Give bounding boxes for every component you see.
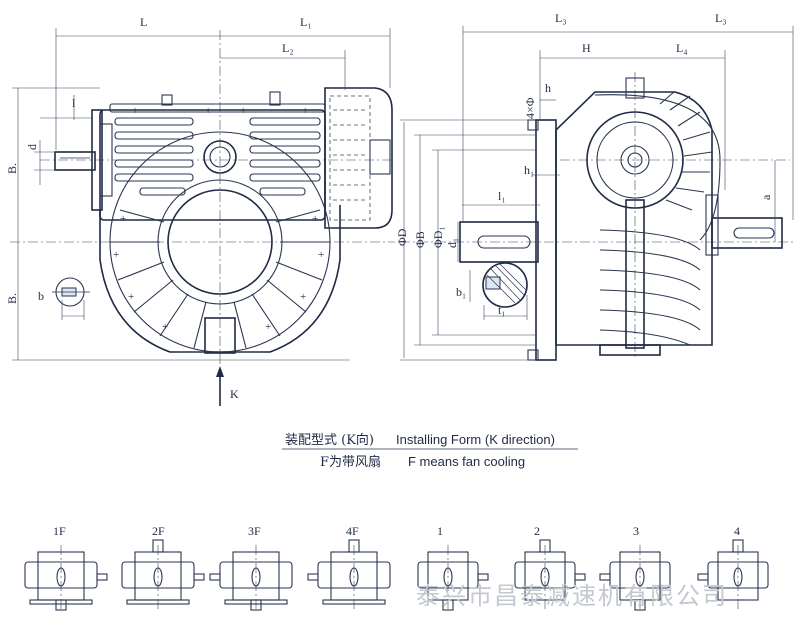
dim-H: H [582, 41, 591, 55]
svg-text:+: + [318, 249, 324, 261]
front-view: + + + + + + + + + + + + [5, 15, 395, 406]
form-label-3: 3 [633, 524, 639, 538]
form-label-3F: 3F [248, 524, 261, 538]
svg-text:+: + [128, 291, 134, 303]
installing-forms: 1F 2F 3F [24, 524, 769, 612]
svg-text:+: + [265, 321, 271, 333]
dim-b: b [38, 289, 44, 303]
caption-line1-zh: 装配型式 (K向) [285, 432, 374, 448]
dim-h1: h₁ [524, 163, 534, 177]
dim-L: L [140, 15, 147, 29]
form-3F: 3F [209, 524, 293, 612]
form-label-1: 1 [437, 524, 443, 538]
dim-h: h [545, 81, 551, 95]
svg-text:+: + [113, 249, 119, 261]
svg-text:+: + [302, 105, 308, 117]
caption-line2-en: F means fan cooling [408, 454, 525, 469]
dim-L2: L₂ [282, 41, 294, 55]
caption-line2-zh: F为带风扇 [320, 454, 381, 470]
caption: 装配型式 (K向) Installing Form (K direction) … [282, 432, 578, 470]
lower-ribs [599, 229, 701, 346]
form-label-4: 4 [734, 524, 740, 538]
direction-K: K [230, 387, 239, 401]
dim-L1: L₁ [300, 15, 312, 29]
dim-L4: L₄ [676, 41, 688, 55]
caption-line1-en: Installing Form (K direction) [396, 432, 555, 447]
form-1F: 1F [24, 524, 108, 612]
form-label-4F: 4F [346, 524, 359, 538]
form-label-1F: 1F [53, 524, 66, 538]
dim-L3-right: L₃ [715, 11, 727, 25]
dim-B-bottom: B. [5, 293, 19, 304]
form-2: 2 [514, 524, 586, 612]
form-label-2: 2 [534, 524, 540, 538]
svg-text:+: + [312, 213, 318, 225]
dim-t1: t₁ [498, 303, 506, 317]
svg-text:+: + [120, 213, 126, 225]
company-watermark: 泰兴市昌泰减速机有限公司 [416, 582, 728, 610]
svg-text:+: + [300, 291, 306, 303]
dim-l: l [72, 96, 76, 110]
dim-4phi: 4×Φ [523, 97, 537, 119]
svg-text:+: + [240, 105, 246, 117]
form-4F: 4F [307, 524, 391, 612]
radial-ribs [110, 209, 330, 349]
form-4: 4 [697, 524, 769, 612]
dim-l1: l₁ [498, 189, 506, 203]
dim-B-top: B. [5, 163, 19, 174]
svg-text:+: + [132, 105, 138, 117]
dim-a: a [759, 194, 773, 200]
form-2F: 2F [121, 524, 205, 612]
form-label-2F: 2F [152, 524, 165, 538]
bolt-marks: + + + + + + + + + + + + [113, 105, 324, 333]
side-view: L₃ L₃ H L₄ h 4×Φ h₁ ΦD ΦB ΦD₁ l₁ d₁ b₁ t… [395, 11, 795, 361]
fan-fins [659, 91, 713, 211]
svg-text:+: + [205, 105, 211, 117]
dim-phiB: ΦB [413, 231, 427, 248]
dim-d1: d₁ [445, 238, 459, 248]
svg-text:+: + [162, 321, 168, 333]
dim-b1: b₁ [456, 285, 466, 299]
dim-d: d [25, 144, 39, 150]
dim-L3-left: L₃ [555, 11, 567, 25]
form-1: 1 [417, 524, 489, 612]
form-3: 3 [599, 524, 671, 612]
dim-phiD: ΦD [395, 228, 409, 246]
dim-phiD1: ΦD₁ [431, 226, 445, 248]
